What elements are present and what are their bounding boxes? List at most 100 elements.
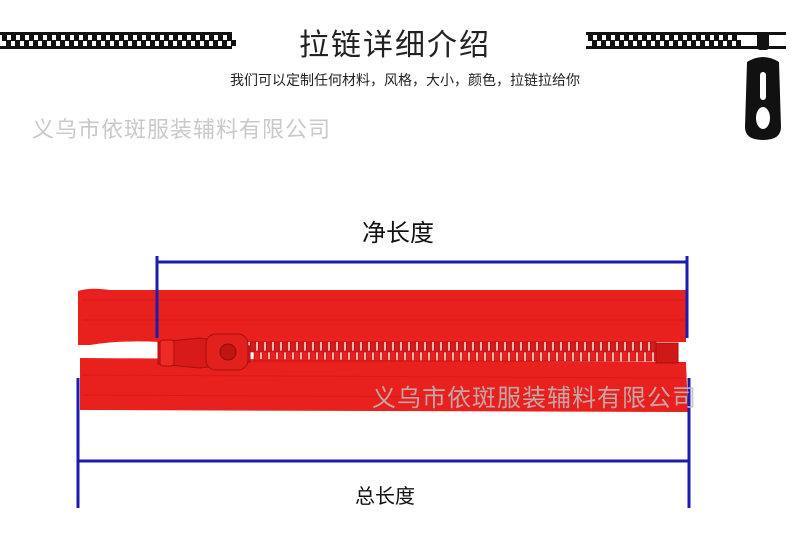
chain-tooth	[637, 350, 645, 362]
border-tooth	[132, 40, 137, 46]
chain-tooth	[409, 341, 417, 353]
border-tooth	[213, 40, 218, 46]
chain-tooth	[289, 341, 297, 353]
chain-tooth	[485, 350, 493, 362]
border-tooth	[51, 40, 56, 46]
border-tooth	[606, 35, 611, 41]
border-tooth	[69, 40, 74, 46]
border-tooth	[11, 35, 16, 41]
chain-tooth	[621, 350, 629, 362]
border-tooth	[727, 40, 732, 46]
border-tooth	[65, 35, 70, 41]
border-tooth	[74, 35, 79, 41]
border-tooth	[33, 40, 38, 46]
border-tooth	[709, 40, 714, 46]
chain-tooth	[549, 350, 557, 362]
chain-tooth	[553, 341, 561, 353]
chain-tooth	[545, 341, 553, 353]
watermark-bottom: 义乌市依斑服装辅料有限公司	[372, 384, 697, 412]
chain-tooth	[533, 350, 541, 362]
border-tooth	[714, 35, 719, 41]
chain-tooth	[313, 341, 321, 353]
chain-tooth	[601, 341, 609, 353]
chain-tooth	[473, 341, 481, 353]
chain-tooth	[413, 350, 421, 362]
chain-tooth	[649, 341, 657, 353]
chain-tooth	[437, 350, 445, 362]
border-tooth	[637, 40, 642, 46]
border-tooth	[642, 35, 647, 41]
zipper-tape-upper	[78, 288, 686, 345]
border-tooth	[150, 40, 155, 46]
chain-tooth	[593, 341, 601, 353]
chain-tooth	[329, 341, 337, 353]
chain-tooth	[609, 341, 617, 353]
border-tooth	[78, 40, 83, 46]
border-tooth	[610, 40, 615, 46]
chain-tooth	[325, 350, 333, 362]
chain-tooth	[477, 350, 485, 362]
border-tooth	[682, 40, 687, 46]
border-tooth	[669, 35, 674, 41]
chain-tooth	[597, 350, 605, 362]
chain-tooth	[285, 350, 293, 362]
chain-tooth	[401, 341, 409, 353]
border-tooth	[200, 35, 205, 41]
border-tooth	[114, 40, 119, 46]
border-tooth	[624, 35, 629, 41]
chain-tooth	[317, 350, 325, 362]
border-tooth	[87, 40, 92, 46]
chain-tooth	[249, 341, 257, 353]
chain-tooth	[645, 350, 653, 362]
border-tooth	[222, 40, 227, 46]
total-length-label: 总长度	[355, 484, 415, 508]
border-tooth	[128, 35, 133, 41]
border-tooth	[92, 35, 97, 41]
chain-tooth	[293, 350, 301, 362]
page-title: 拉链详细介绍	[299, 28, 491, 63]
border-tooth	[20, 35, 25, 41]
border-tooth	[177, 40, 182, 46]
chain-tooth	[449, 341, 457, 353]
chain-tooth	[393, 341, 401, 353]
border-tooth	[204, 40, 209, 46]
border-tooth	[227, 35, 232, 41]
chain-tooth	[277, 350, 285, 362]
chain-tooth	[361, 341, 369, 353]
chain-tooth	[305, 341, 313, 353]
chain-tooth	[613, 350, 621, 362]
chain-tooth	[569, 341, 577, 353]
chain-tooth	[489, 341, 497, 353]
chain-tooth	[529, 341, 537, 353]
border-tooth	[191, 35, 196, 41]
border-tooth	[137, 35, 142, 41]
chain-tooth	[633, 341, 641, 353]
border-tooth	[660, 35, 665, 41]
chain-tooth	[381, 350, 389, 362]
border-tooth	[24, 40, 29, 46]
chain-tooth	[253, 350, 261, 362]
chain-tooth	[377, 341, 385, 353]
border-tooth	[700, 40, 705, 46]
border-tooth	[159, 40, 164, 46]
chain-tooth	[321, 341, 329, 353]
total-length-measure	[76, 378, 691, 508]
border-tooth	[186, 40, 191, 46]
border-tooth	[615, 35, 620, 41]
border-tooth	[38, 35, 43, 41]
border-tooth	[173, 35, 178, 41]
border-tooth	[628, 40, 633, 46]
chain-tooth	[357, 350, 365, 362]
zipper-teeth	[249, 341, 661, 362]
chain-tooth	[497, 341, 505, 353]
border-tooth	[209, 35, 214, 41]
chain-tooth	[585, 341, 593, 353]
border-tooth	[691, 40, 696, 46]
chain-tooth	[369, 341, 377, 353]
border-tooth	[718, 40, 723, 46]
zipper-border-right	[586, 32, 786, 49]
border-tooth	[592, 40, 597, 46]
chain-tooth	[281, 341, 289, 353]
